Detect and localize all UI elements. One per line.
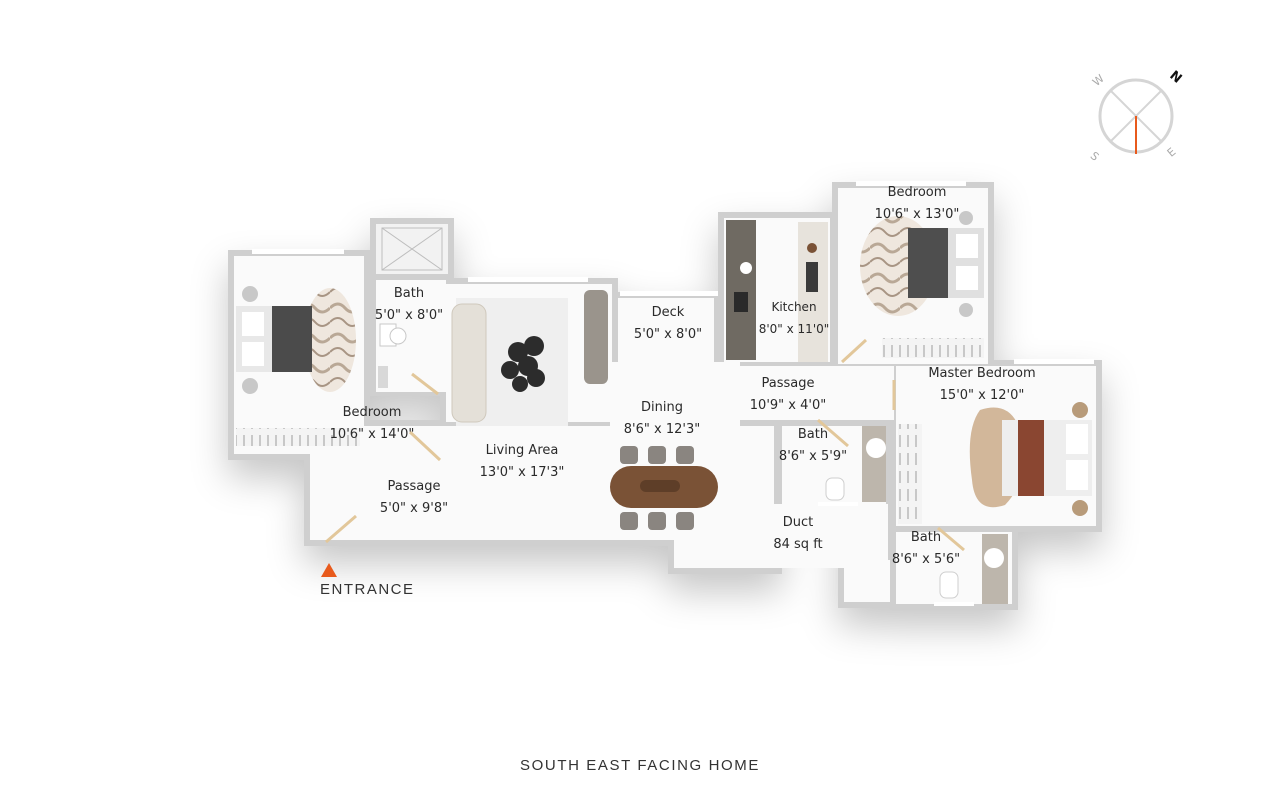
room-dims: 8'6" x 12'3": [623, 422, 701, 437]
room-label: Passage 5'0" x 9'8": [380, 476, 448, 520]
room-name: Dining: [641, 400, 683, 415]
room-dims: 13'0" x 17'3": [479, 465, 565, 480]
bed-master: [969, 402, 1092, 516]
room-dims: 8'6" x 5'6": [891, 552, 961, 567]
room-dims: 8'6" x 5'9": [778, 449, 848, 464]
kitchen-counters: [726, 220, 828, 362]
room-dims: 5'0" x 8'0": [633, 327, 703, 342]
compass-icon: [1098, 78, 1174, 154]
room-name: Passage: [387, 479, 441, 494]
wardrobe-left: [236, 428, 360, 446]
room-name: Duct: [782, 515, 814, 530]
plan-caption: SOUTH EAST FACING HOME: [520, 757, 760, 774]
room-label: Bedroom 10'6" x 13'0": [875, 182, 960, 226]
room-dims: 5'0" x 9'8": [379, 501, 449, 516]
room-dims: 8'0" x 11'0": [758, 322, 830, 336]
bath-fixtures-lower: [934, 534, 1008, 606]
room-dims: 84 sq ft: [773, 537, 823, 552]
shaft-icon: [381, 227, 443, 271]
room-dims: 10'9" x 4'0": [749, 398, 827, 413]
room-dims: 15'0" x 12'0": [939, 388, 1025, 403]
bed-right: [860, 211, 984, 317]
room-dims: 10'6" x 13'0": [874, 207, 960, 222]
room-name: Deck: [651, 305, 685, 320]
living-furniture: [451, 290, 608, 426]
room-label: Master Bedroom 15'0" x 12'0": [928, 363, 1035, 407]
room-name: Kitchen: [771, 300, 817, 314]
room-label: Kitchen 8'0" x 11'0": [759, 296, 830, 340]
room-name: Bedroom: [342, 405, 402, 420]
room-label: Bath 5'0" x 8'0": [375, 283, 443, 327]
bath-fixtures-mid: [818, 426, 886, 506]
bath-fixtures-left: [378, 323, 407, 388]
doors: [325, 338, 965, 552]
room-label: Deck 5'0" x 8'0": [634, 302, 702, 346]
dining-table: [610, 446, 718, 530]
room-name: Master Bedroom: [928, 366, 1036, 381]
wardrobe-right: [882, 338, 984, 358]
bed-left: [236, 286, 356, 394]
room-name: Living Area: [485, 443, 559, 458]
room-label: Passage 10'9" x 4'0": [750, 373, 826, 417]
room-name: Passage: [761, 376, 815, 391]
room-name: Bath: [393, 286, 425, 301]
wardrobe-master: [898, 424, 922, 524]
room-name: Bath: [910, 530, 942, 545]
entrance-marker-icon: [321, 563, 337, 577]
room-name: Bath: [797, 427, 829, 442]
room-label: Bedroom 10'6" x 14'0": [330, 402, 415, 446]
room-label: Dining 8'6" x 12'3": [624, 397, 700, 441]
windows: [252, 181, 1094, 364]
room-label: Duct 84 sq ft: [773, 512, 822, 556]
room-dims: 10'6" x 14'0": [329, 427, 415, 442]
room-dims: 5'0" x 8'0": [374, 308, 444, 323]
room-name: Bedroom: [887, 185, 947, 200]
entrance-label: ENTRANCE: [320, 581, 415, 598]
room-label: Bath 8'6" x 5'6": [892, 527, 960, 571]
room-label: Bath 8'6" x 5'9": [779, 424, 847, 468]
room-label: Living Area 13'0" x 17'3": [480, 440, 565, 484]
